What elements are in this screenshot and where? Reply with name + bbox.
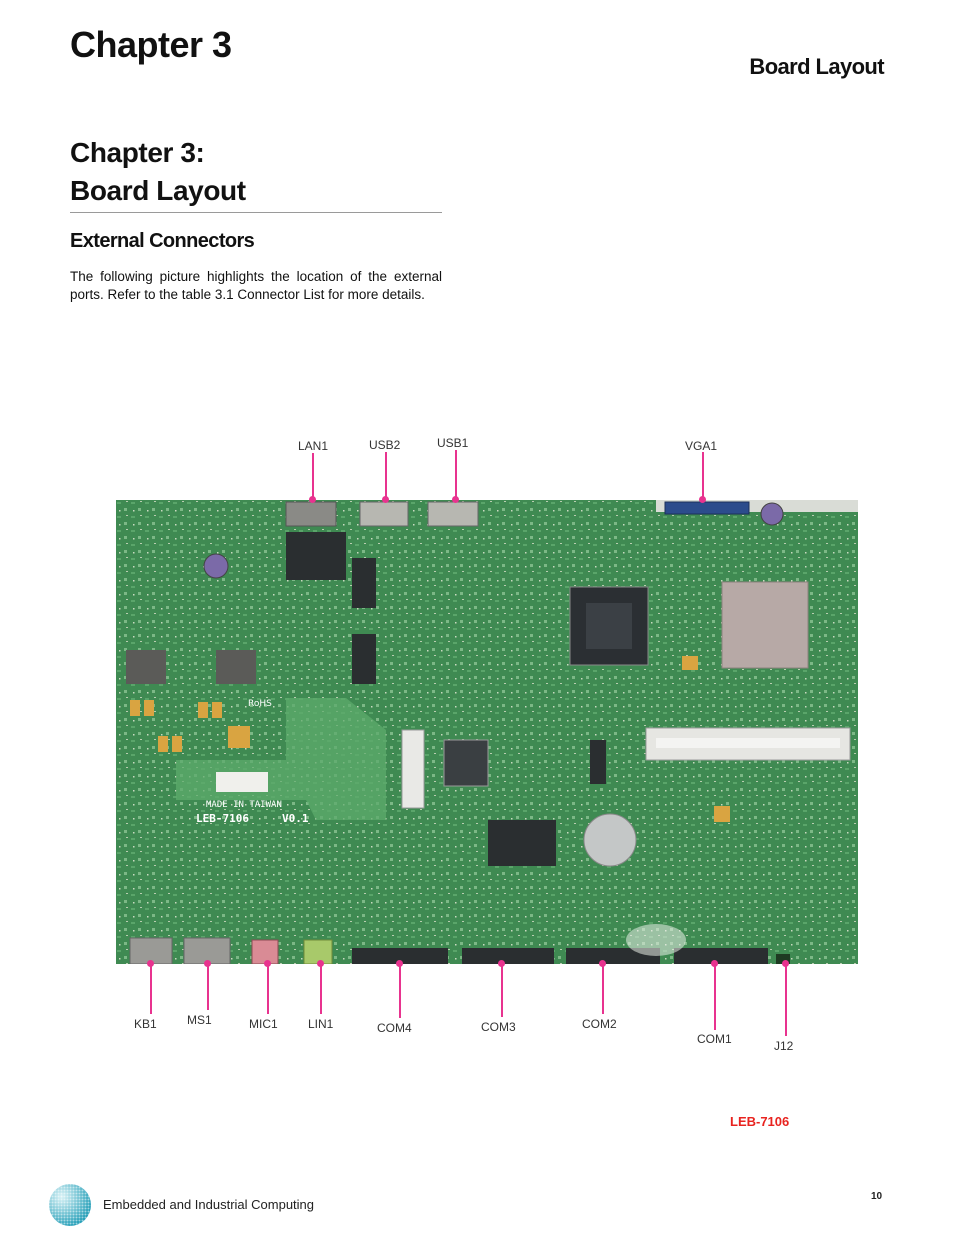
- com1-port-shape: [674, 948, 768, 964]
- pin-dot-lan1: [309, 496, 316, 503]
- label-usb2: USB2: [369, 438, 401, 452]
- pin-com4: [399, 964, 401, 1018]
- chapter-header: Chapter 3: [70, 24, 232, 65]
- label-com4: COM4: [377, 1021, 412, 1035]
- lan-port-shape: [285, 501, 337, 527]
- cmos-battery-shape: [583, 813, 637, 867]
- vga-port-shape: [664, 501, 750, 515]
- pin-dot-com4: [396, 960, 403, 967]
- pin-dot-kb1: [147, 960, 154, 967]
- company-logo-icon: [49, 1184, 91, 1226]
- label-usb1: USB1: [437, 436, 469, 450]
- pin-dot-lin1: [317, 960, 324, 967]
- pin-com3: [501, 964, 503, 1017]
- pin-dot-usb2: [382, 496, 389, 503]
- page-title-line2: Board Layout: [70, 175, 246, 206]
- footer-text: Embedded and Industrial Computing: [103, 1197, 315, 1212]
- page-title: Chapter 3: Board Layout: [70, 134, 442, 213]
- usb1-port-shape: [427, 501, 479, 527]
- pin-dot-j12: [782, 960, 789, 967]
- board-photo: RoHS MADE IN TAIWAN LEB-7106 V0.1: [116, 500, 858, 964]
- pin-ms1: [207, 964, 209, 1010]
- pin-usb1: [455, 450, 457, 498]
- pin-dot-vga1: [699, 496, 706, 503]
- label-com2: COM2: [582, 1017, 617, 1031]
- label-lin1: LIN1: [308, 1017, 334, 1031]
- pin-com2: [602, 964, 604, 1014]
- label-com3: COM3: [481, 1020, 516, 1034]
- pin-dot-com2: [599, 960, 606, 967]
- pin-dot-ms1: [204, 960, 211, 967]
- silkscreen-rev: V0.1: [282, 812, 309, 825]
- kb-port-shape: [129, 937, 173, 964]
- model-label: LEB-7106: [730, 1114, 790, 1129]
- section-header: Board Layout: [749, 54, 884, 79]
- label-j12: J12: [774, 1039, 794, 1053]
- com3-port-shape: [462, 948, 554, 964]
- pin-dot-mic1: [264, 960, 271, 967]
- silkscreen-made-in: MADE IN TAIWAN: [206, 800, 282, 810]
- label-kb1: KB1: [134, 1017, 157, 1031]
- pin-usb2: [385, 452, 387, 498]
- pin-vga1: [702, 452, 704, 498]
- label-ms1: MS1: [187, 1013, 212, 1027]
- label-com1: COM1: [697, 1032, 732, 1046]
- com4-port-shape: [352, 948, 448, 964]
- page-number: 10: [871, 1191, 883, 1202]
- pin-lin1: [320, 964, 322, 1014]
- cpu-heat-spreader: [721, 581, 809, 669]
- pin-kb1: [150, 964, 152, 1014]
- pin-dot-com3: [498, 960, 505, 967]
- ms-port-shape: [183, 937, 231, 964]
- j12-header-shape: [776, 954, 790, 964]
- pin-lan1: [312, 453, 314, 498]
- pin-dot-usb1: [452, 496, 459, 503]
- silkscreen-model: LEB-7106: [196, 812, 249, 825]
- pin-dot-com1: [711, 960, 718, 967]
- label-lan1: LAN1: [298, 439, 329, 453]
- pin-j12: [785, 964, 787, 1036]
- usb2-port-shape: [359, 501, 409, 527]
- intro-paragraph: The following picture highlights the loc…: [70, 269, 442, 302]
- label-vga1: VGA1: [685, 439, 718, 453]
- pin-mic1: [267, 964, 269, 1014]
- rohs-mark: RoHS: [248, 699, 272, 709]
- label-mic1: MIC1: [249, 1017, 278, 1031]
- page-title-line1: Chapter 3:: [70, 137, 205, 168]
- section-subheading: External Connectors: [70, 230, 255, 252]
- pin-com1: [714, 964, 716, 1030]
